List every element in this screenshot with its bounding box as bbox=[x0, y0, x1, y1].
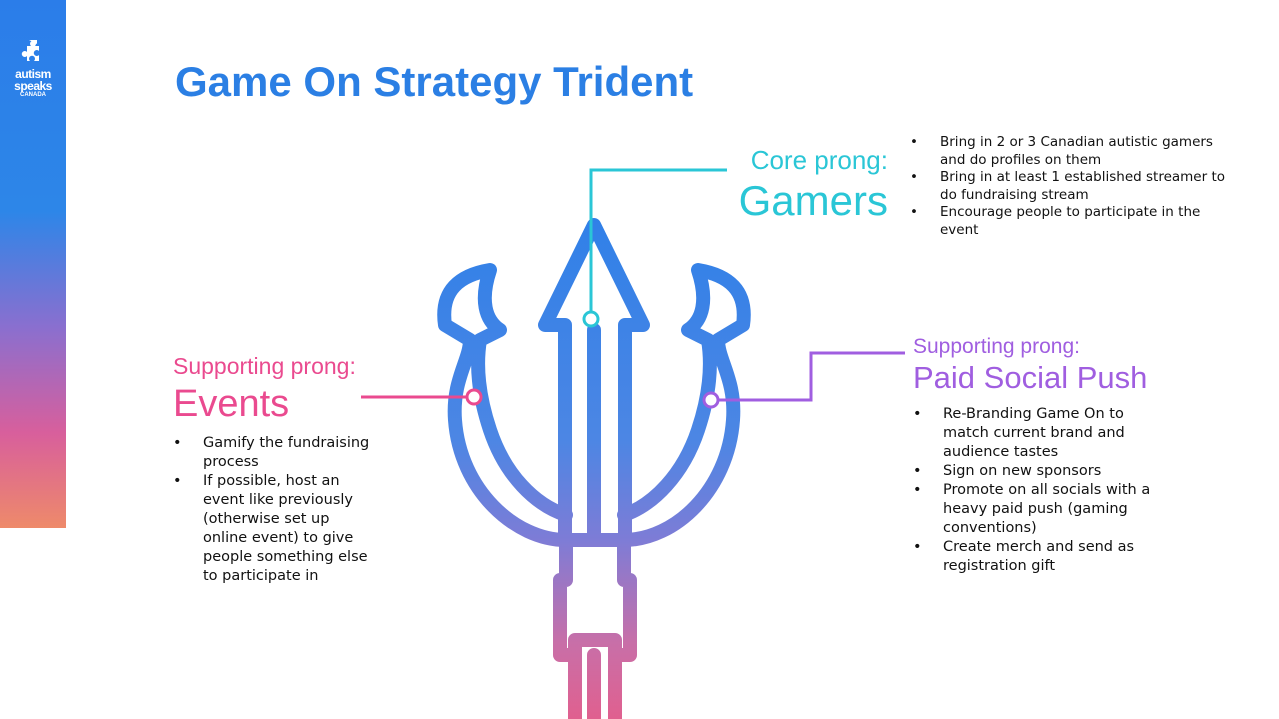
list-item: Create merch and send as registration gi… bbox=[913, 538, 1173, 576]
paid-prong-label: Supporting prong: bbox=[913, 335, 1080, 358]
left-prong bbox=[437, 263, 573, 547]
logo-text-speaks: speaks bbox=[14, 79, 52, 93]
core-prong-label: Core prong: bbox=[750, 145, 888, 175]
events-bullet-list: Gamify the fundraising process If possib… bbox=[173, 434, 373, 586]
paid-connector-line bbox=[711, 351, 905, 402]
trident-handle bbox=[553, 533, 637, 719]
list-item: Bring in at least 1 established streamer… bbox=[910, 169, 1230, 204]
list-item: If possible, host an event like previous… bbox=[173, 472, 373, 586]
paid-prong-name: Paid Social Push bbox=[913, 360, 1148, 395]
list-item: Promote on all socials with a heavy paid… bbox=[913, 481, 1173, 538]
list-item: Re-Branding Game On to match current bra… bbox=[913, 405, 1173, 462]
list-item: Encourage people to participate in the e… bbox=[910, 204, 1230, 239]
logo-text-autism: autism bbox=[15, 67, 51, 81]
logo-text-canada: CANADA bbox=[20, 92, 46, 98]
events-connector-dot bbox=[465, 388, 483, 406]
puzzle-piece-icon bbox=[21, 40, 39, 61]
core-connector-line bbox=[589, 168, 727, 319]
paid-connector-dot bbox=[702, 391, 720, 409]
list-item: Sign on new sponsors bbox=[913, 462, 1173, 481]
events-prong-name: Events bbox=[173, 383, 290, 425]
sidebar-gradient-bar: autism speaks CANADA bbox=[0, 0, 66, 528]
slide-title: Game On Strategy Trident bbox=[175, 58, 694, 105]
core-connector-dot bbox=[582, 310, 600, 328]
autism-speaks-logo: autism speaks CANADA bbox=[0, 38, 66, 99]
right-prong bbox=[617, 263, 751, 547]
list-item: Gamify the fundraising process bbox=[173, 434, 373, 472]
paid-bullet-list: Re-Branding Game On to match current bra… bbox=[913, 405, 1173, 576]
list-item: Bring in 2 or 3 Canadian autistic gamers… bbox=[910, 134, 1230, 169]
events-prong-label: Supporting prong: bbox=[173, 353, 356, 379]
gamers-bullet-list: Bring in 2 or 3 Canadian autistic gamers… bbox=[910, 134, 1230, 239]
core-prong-name: Gamers bbox=[738, 177, 888, 224]
